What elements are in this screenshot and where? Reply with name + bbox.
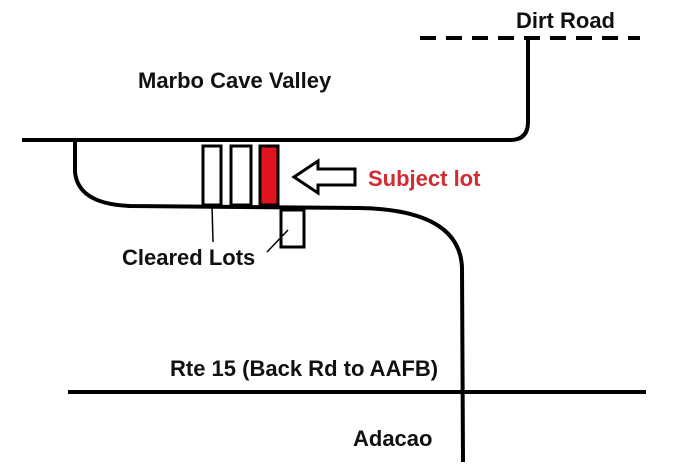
- left-arrow-icon: [291, 158, 357, 196]
- cleared-lots-pointer-line-1: [211, 204, 214, 243]
- loop-road-line: [73, 140, 465, 463]
- cleared-lots-label: Cleared Lots: [122, 245, 255, 270]
- village-label: Adacao: [353, 426, 432, 451]
- subject-lot-marker: [258, 144, 280, 207]
- dirt-road-connector: [509, 38, 530, 142]
- route-15-label: Rte 15 (Back Rd to AAFB): [170, 356, 438, 381]
- cleared-lot-1: [201, 144, 223, 207]
- cleared-lot-2: [229, 144, 253, 207]
- cleared-lots-pointer-line-2: [266, 229, 289, 253]
- dirt-road-label: Dirt Road: [516, 8, 615, 33]
- small-lot-square: [279, 208, 306, 249]
- subject-lot-label: Subject lot: [368, 166, 481, 191]
- area-label: Marbo Cave Valley: [138, 68, 332, 93]
